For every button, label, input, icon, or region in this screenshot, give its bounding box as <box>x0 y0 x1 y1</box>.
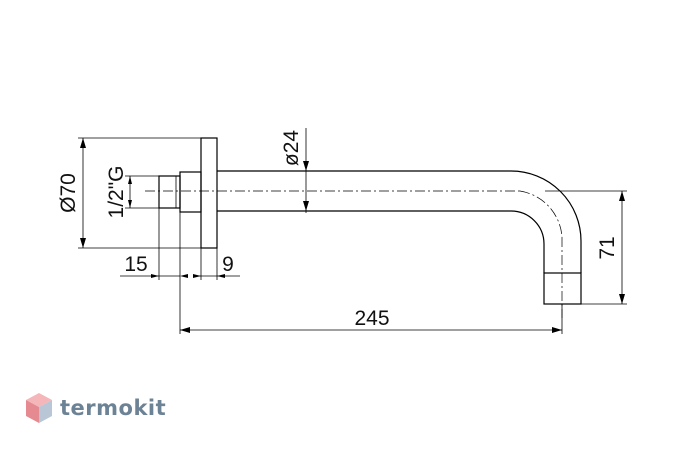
brand-logo: termokit <box>26 393 166 423</box>
dim-pipe-diameter: ø24 <box>280 128 309 213</box>
pipe-diameter-label: ø24 <box>280 130 303 167</box>
drop-label: 71 <box>596 236 619 259</box>
thread-label: 1/2"G <box>105 166 128 219</box>
outlet-nozzle <box>543 272 582 305</box>
wall-flange <box>200 137 218 249</box>
thread-connector <box>158 175 181 209</box>
flange-thickness-label: 9 <box>222 253 234 276</box>
dim-drop: 71 <box>545 190 627 305</box>
projection-label: 245 <box>354 307 389 330</box>
dim-flange-thickness: 9 <box>193 248 240 280</box>
dim-thread-length: 15 <box>120 208 188 280</box>
flange-neck <box>179 171 202 213</box>
dim-thread: 1/2"G <box>105 166 159 219</box>
thread-length-label: 15 <box>124 253 147 276</box>
arm-inner-edge <box>217 210 545 273</box>
dim-flange-diameter: Ø70 <box>57 137 201 249</box>
arm-outer-edge <box>217 170 582 273</box>
brand-name: termokit <box>60 396 166 420</box>
dim-projection: 245 <box>179 280 563 334</box>
shower-arm-part <box>145 137 582 318</box>
cube-icon <box>26 393 52 423</box>
flange-diameter-label: Ø70 <box>57 173 80 213</box>
